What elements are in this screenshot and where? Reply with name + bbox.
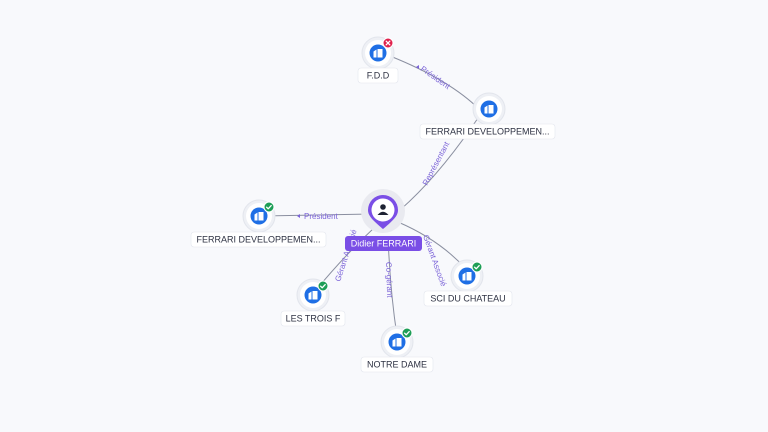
company-name-fdd: F.D.D [367,71,390,81]
person-icon-bg [371,198,395,222]
person-name: Didier FERRARI [351,239,417,249]
company-node-ferrari-left[interactable]: FERRARI DEVELOPPEMEN... [190,199,327,248]
company-name-ferrari-left: FERRARI DEVELOPPEMEN... [196,235,320,245]
relation-label-fdd-ferrari-top: Président [419,64,452,91]
person-node[interactable]: Didier FERRARI [345,189,422,251]
arrow-fdd-ferrari-top [416,65,419,69]
company-name-ferrari-top: FERRARI DEVELOPPEMEN... [425,127,549,137]
relation-label-person-ferrari-top: Représentant [421,140,452,187]
relation-label-person-notre-dame: Co-gérant [384,262,394,299]
relation-label-person-ferrari-left: Président [304,212,339,221]
person-icon [377,204,389,215]
company-node-ferrari-top[interactable]: FERRARI DEVELOPPEMEN... [419,92,556,140]
company-name-notre-dame: NOTRE DAME [367,360,427,370]
company-node-les-trois-f[interactable]: LES TROIS F [280,278,346,327]
edge-person-ferrari-left [261,213,373,217]
company-node-sci-du-chateau[interactable]: SCI DU CHATEAU [423,259,513,307]
edge-labels: Président Représentant Président Gérant … [297,64,452,298]
company-name-sci-du-chateau: SCI DU CHATEAU [430,294,505,304]
company-node-notre-dame[interactable]: NOTRE DAME [360,325,434,373]
company-name-les-trois-f: LES TROIS F [286,314,341,324]
edge-fdd-ferrari-top [389,55,481,111]
company-node-fdd[interactable]: F.D.D [357,36,399,84]
arrow-person-ferrari-left [297,214,300,218]
relation-label-person-les-trois-f: Gérant Associé [333,228,358,283]
